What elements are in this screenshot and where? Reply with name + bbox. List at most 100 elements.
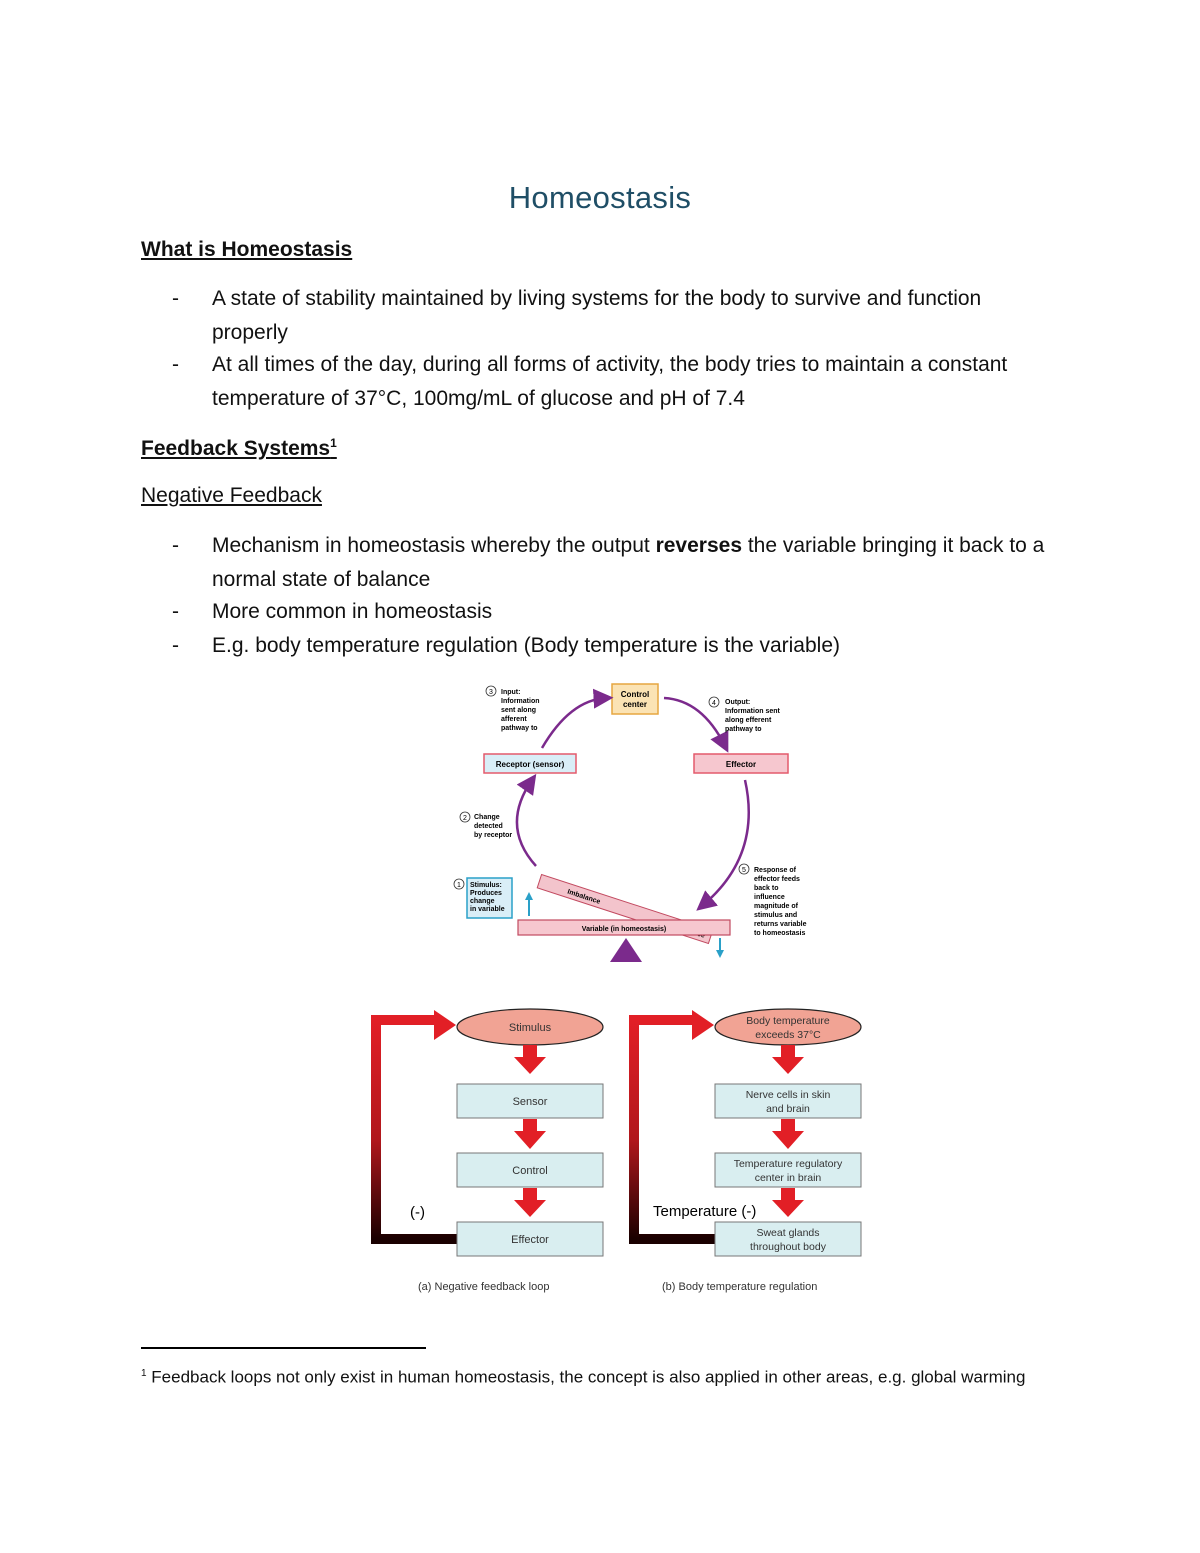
step4-line: Information sent — [725, 708, 781, 715]
effector-box — [714, 1221, 862, 1257]
negative-sign-label: (-) — [410, 1204, 425, 1221]
list-item: - At all times of the day, during all fo… — [172, 348, 1052, 416]
negative-feedback-loop: Stimulus Sensor Control Effector (-) (a)… — [371, 1008, 604, 1293]
step1-line: Produces — [470, 890, 502, 897]
stimulus-box: 1 Stimulus: Produces change in variable — [453, 877, 513, 919]
bullet-text: E.g. body temperature regulation (Body t… — [212, 634, 841, 657]
step1-line: change — [470, 898, 495, 905]
flow-arrow — [514, 1119, 546, 1149]
bullet-text: Mechanism in homeostasis whereby the out… — [212, 529, 1052, 597]
bullet-dash: - — [172, 287, 179, 310]
step3-line: Information — [501, 698, 540, 705]
flow-arrow — [772, 1188, 804, 1217]
page-title: Homeostasis — [508, 180, 692, 215]
caption-a: (a) Negative feedback loop — [418, 1281, 549, 1293]
control-center-label: Control — [621, 690, 649, 699]
control-label: Temperature regulatory — [734, 1158, 843, 1170]
step3-annotation: 3 Input: Information sent along afferent… — [485, 685, 540, 732]
feedback-return-line — [371, 1015, 458, 1244]
footnote: 1 Feedback loops not only exist in human… — [141, 1362, 1061, 1390]
bullet-text: At all times of the day, during all form… — [212, 353, 1008, 410]
flow-arrow — [514, 1188, 546, 1217]
heading-what-is-homeostasis: What is Homeostasis — [141, 238, 353, 261]
footnote-reference[interactable]: 1 — [330, 436, 337, 450]
step5-line: magnitude of — [754, 903, 799, 910]
step-number: 5 — [742, 867, 746, 874]
control-center-label: center — [623, 700, 647, 709]
text-run: the variable bringing it back to a norma… — [212, 534, 1045, 591]
footnote-separator — [141, 1347, 426, 1349]
stimulus-label: exceeds 37°C — [755, 1029, 821, 1041]
step-number: 3 — [489, 689, 493, 696]
step2-line: detected — [474, 823, 503, 830]
sensor-box — [456, 1083, 604, 1119]
receptor-label: Receptor (sensor) — [496, 760, 565, 769]
step5-annotation: 5 Response of effector feeds back to inf… — [738, 863, 807, 937]
heading-text: Feedback Systems — [141, 437, 331, 460]
effector-box: Effector — [693, 753, 789, 774]
temperature-sign-label: Temperature (-) — [653, 1203, 756, 1220]
response-arrow — [696, 779, 750, 911]
control-label: Control — [512, 1165, 547, 1177]
sensor-box — [714, 1083, 862, 1119]
control-box — [714, 1152, 862, 1188]
fulcrum-triangle — [610, 938, 642, 962]
bullet-text: A state of stability maintained by livin… — [212, 287, 982, 344]
body-temperature-regulation: Body temperature exceeds 37°C Nerve cell… — [629, 1008, 862, 1293]
homeostasis-loop-diagram: Control center Receptor (sensor) Effecto… — [453, 683, 807, 962]
control-box — [456, 1152, 604, 1188]
stimulus-label: Stimulus — [509, 1022, 552, 1034]
output-arrow — [663, 696, 729, 753]
bullet-dash: - — [172, 600, 179, 623]
footnote-number: 1 — [141, 1368, 147, 1379]
list-item: - Mechanism in homeostasis whereby the o… — [172, 529, 1052, 597]
sensor-label: Nerve cells in skin — [746, 1089, 831, 1101]
loop-arrowhead — [434, 1010, 456, 1040]
heading-feedback-systems: Feedback Systems1 — [141, 436, 337, 461]
list-item: - A state of stability maintained by liv… — [172, 282, 1052, 350]
bullet-dash: - — [172, 634, 179, 657]
text-run: Mechanism in homeostasis whereby the out… — [212, 534, 656, 557]
effector-label: Effector — [726, 760, 756, 769]
step2-annotation: 2 Change detected by receptor — [459, 811, 512, 839]
step5-line: effector feeds — [754, 876, 800, 883]
control-label: center in brain — [755, 1172, 822, 1184]
step5-line: to homeostasis — [754, 930, 805, 937]
effector-label: throughout body — [750, 1241, 827, 1253]
receptor-box: Receptor (sensor) — [483, 753, 577, 774]
effector-box — [456, 1221, 604, 1257]
flow-arrow — [772, 1119, 804, 1149]
sensor-label: Sensor — [513, 1096, 548, 1108]
variable-plank: Variable (in homeostasis) — [517, 919, 731, 936]
effector-label: Sweat glands — [756, 1227, 819, 1239]
stimulus-label: Body temperature — [746, 1015, 830, 1027]
step3-line: afferent — [501, 716, 527, 723]
imbalance-down-arrow — [716, 938, 724, 958]
variable-label: Variable (in homeostasis) — [582, 926, 666, 933]
step4-line: Output: — [725, 699, 750, 706]
list-item: - E.g. body temperature regulation (Body… — [172, 629, 1052, 663]
step5-line: returns variable — [754, 921, 807, 928]
step2-line: by receptor — [474, 832, 512, 839]
step3-line: sent along — [501, 707, 536, 714]
bullet-dash: - — [172, 534, 179, 557]
input-arrow — [540, 688, 614, 749]
feedback-return-line — [629, 1015, 716, 1244]
step3-line: pathway to — [501, 725, 538, 732]
step-number: 1 — [457, 882, 461, 889]
step3-line: Input: — [501, 689, 520, 696]
stimulus-up-arrow — [525, 892, 533, 916]
step5-line: influence — [754, 894, 785, 901]
control-center-box: Control center — [611, 683, 659, 715]
step1-line: in variable — [470, 906, 505, 913]
step5-line: back to — [754, 885, 779, 892]
detection-arrow — [515, 773, 537, 867]
loop-arrowhead — [692, 1010, 714, 1040]
flow-arrow — [514, 1045, 546, 1074]
footnote-text: Feedback loops not only exist in human h… — [151, 1367, 1026, 1387]
step5-line: stimulus and — [754, 912, 797, 919]
step-number: 2 — [463, 815, 467, 822]
step-number: 4 — [712, 700, 716, 707]
sensor-label: and brain — [766, 1103, 810, 1115]
